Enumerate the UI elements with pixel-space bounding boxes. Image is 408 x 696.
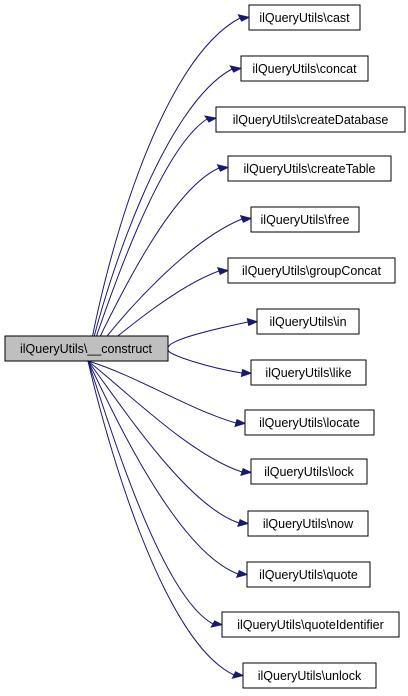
node-concat-label: ilQueryUtils\concat (252, 62, 357, 76)
node-createdatabase-label: ilQueryUtils\createDatabase (233, 113, 389, 127)
edge-to-quote (87, 360, 239, 575)
node-lock[interactable]: ilQueryUtils\lock (250, 458, 368, 485)
edge-to-now (87, 360, 240, 524)
arrowhead-free (239, 215, 253, 223)
edge-to-like (167, 349, 243, 374)
edge-to-lock (87, 360, 243, 473)
node-quoteidentifier-label: ilQueryUtils\quoteIdentifier (237, 618, 384, 632)
node-locate[interactable]: ilQueryUtils\locate (244, 409, 375, 436)
arrowhead-in (246, 317, 259, 327)
node-in[interactable]: ilQueryUtils\in (256, 308, 360, 335)
node-createtable-label: ilQueryUtils\createTable (244, 162, 376, 176)
edge-to-unlock (87, 360, 235, 676)
node-unlock-label: ilQueryUtils\unlock (258, 669, 362, 683)
arrowhead-cast (237, 14, 251, 22)
edge-to-concat (87, 68, 233, 362)
arrowhead-lock (240, 467, 253, 477)
node-free[interactable]: ilQueryUtils\free (250, 206, 360, 233)
node-cast-label: ilQueryUtils\cast (259, 11, 350, 25)
edge-to-cast (87, 17, 241, 362)
arrowhead-locate (234, 418, 247, 428)
arrowhead-like (240, 368, 253, 378)
call-edges (87, 14, 259, 679)
edge-to-createtable (87, 167, 220, 362)
node-free-label: ilQueryUtils\free (261, 213, 350, 227)
arrowhead-createdatabase (204, 115, 218, 123)
node-createdatabase[interactable]: ilQueryUtils\createDatabase (215, 106, 406, 133)
node-cast[interactable]: ilQueryUtils\cast (248, 4, 361, 31)
node-createtable[interactable]: ilQueryUtils\createTable (227, 155, 392, 182)
arrowhead-quote (235, 570, 249, 579)
edge-to-in (167, 321, 249, 349)
arrowhead-groupconcat (217, 266, 230, 275)
node-locate-label: ilQueryUtils\locate (259, 416, 360, 430)
node-quote-label: ilQueryUtils\quote (259, 568, 358, 582)
node-in-label: ilQueryUtils\in (269, 315, 346, 329)
node-like-label: ilQueryUtils\like (265, 366, 351, 380)
arrowhead-createtable (216, 164, 230, 172)
node-now-label: ilQueryUtils\now (263, 517, 354, 531)
node-construct[interactable]: ilQueryUtils\__construct (4, 335, 169, 362)
node-like[interactable]: ilQueryUtils\like (250, 359, 367, 386)
edge-to-createdatabase (87, 118, 208, 362)
node-unlock[interactable]: ilQueryUtils\unlock (242, 662, 377, 689)
arrowhead-now (237, 518, 250, 528)
node-groupconcat[interactable]: ilQueryUtils\groupConcat (227, 257, 396, 284)
node-concat[interactable]: ilQueryUtils\concat (240, 55, 369, 82)
node-now[interactable]: ilQueryUtils\now (247, 510, 369, 537)
edge-to-quoteidentifier (87, 360, 214, 625)
edge-to-locate (87, 360, 237, 424)
arrowhead-concat (229, 65, 243, 73)
node-lock-label: ilQueryUtils\lock (264, 465, 354, 479)
node-quoteidentifier[interactable]: ilQueryUtils\quoteIdentifier (221, 611, 400, 638)
node-quote[interactable]: ilQueryUtils\quote (246, 561, 371, 588)
node-groupconcat-label: ilQueryUtils\groupConcat (242, 264, 381, 278)
arrowhead-quoteidentifier (210, 620, 224, 628)
arrowhead-unlock (231, 671, 245, 679)
node-construct-label: ilQueryUtils\__construct (20, 342, 153, 356)
